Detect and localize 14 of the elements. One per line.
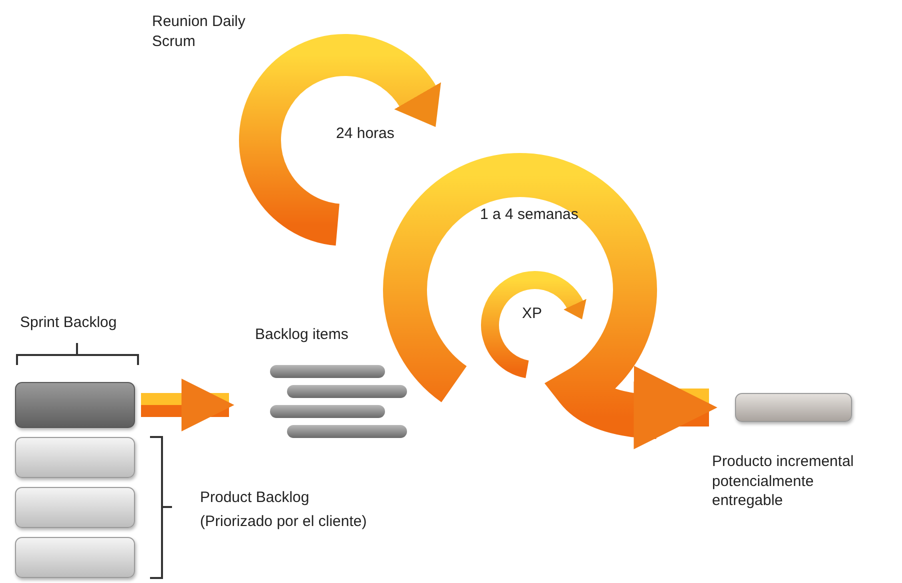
- backlog-box: [735, 393, 852, 422]
- backlog-box: [15, 382, 135, 428]
- text-label: Product Backlog: [200, 488, 310, 508]
- backlog-box: [15, 537, 135, 578]
- text-label: (Priorizado por el cliente): [200, 512, 367, 532]
- node-label: Backlog items: [255, 325, 348, 344]
- text-label: Sprint Backlog: [20, 313, 117, 332]
- text-label: 24 horas: [336, 124, 394, 144]
- text-label: Reunion Daily Scrum: [152, 12, 246, 51]
- backlog-box: [15, 487, 135, 528]
- caption-text: Producto incremental potencialmente entregable: [712, 452, 855, 510]
- text-label: 1 a 4 semanas: [480, 205, 578, 224]
- backlog-box: [15, 437, 135, 478]
- text-label: XP: [522, 304, 542, 324]
